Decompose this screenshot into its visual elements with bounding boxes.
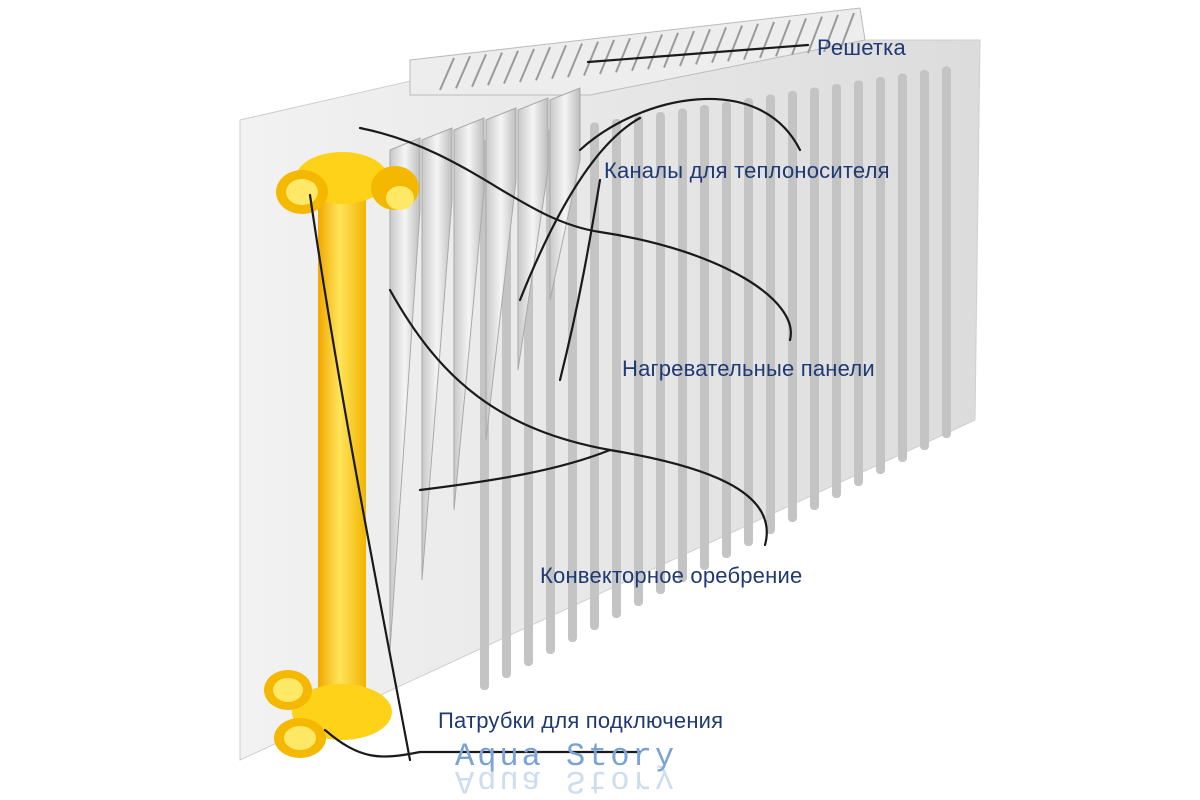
coolant-channels-label: Каналы для теплоносителя [604,158,890,183]
heating-panels-label: Нагревательные панели [622,356,875,381]
leader-line-channels-2 [578,97,802,152]
grille-slat [519,48,535,83]
panel-groove [766,94,775,534]
convector-fin [421,127,453,581]
grille-slat [823,14,839,52]
panel-groove [854,80,863,486]
grille-slat [743,23,759,60]
panel-groove [590,122,599,630]
leader-line-pipes [308,193,412,762]
panel-groove [942,66,951,438]
grille-slat [455,55,471,89]
watermark: Aqua Story [455,738,678,775]
leader-line-channels-3 [518,116,642,302]
grille-slat [727,25,743,62]
connection-pipes-label: Патрубки для подключения [438,708,724,733]
grille-label: Решетка [817,35,906,60]
convector-fin [453,117,485,511]
convector-fin [485,107,517,441]
grille-slat [663,32,679,68]
panel-groove [612,119,621,618]
grille-slat [567,43,583,78]
grille-slat [807,16,823,54]
grille-slat [583,41,599,76]
leader-line-panels [558,178,602,382]
grille-slat [711,27,727,64]
panel-groove [744,98,753,546]
panel-groove [876,77,885,474]
leader-line-channels [358,126,792,342]
convector-fins-label: Конвекторное оребрение [540,563,803,588]
grille-slat [471,54,487,88]
grille-slat [759,21,775,59]
leader-line-pipes-2 [323,728,642,758]
grille-slat [839,12,855,51]
panel-groove [810,87,819,510]
grille-slat [535,46,551,81]
grille-slat [487,52,503,86]
panel-groove [788,91,797,522]
watermark-reflection: Aqua Story [455,762,678,799]
leader-lines [308,43,810,762]
leader-line-grille [586,43,810,64]
grille-slat [503,50,519,84]
grille-slat [551,45,567,80]
panel-groove [700,105,709,570]
panel-groove [656,112,665,594]
leader-line-fins [418,448,612,492]
grille-slat [615,37,631,73]
panel-groove [898,73,907,462]
grille-slat [791,18,807,56]
panel-groove [568,126,577,642]
grille-slat [775,19,791,57]
grille-slat [647,34,663,70]
panel-groove [678,108,687,582]
panel-groove [722,101,731,558]
grille-slat [439,57,455,91]
connection-pipes [264,152,419,758]
heating-panel-grooves [480,66,951,690]
convector-fins [389,87,581,651]
convector-fin [517,97,549,371]
grille-slats [439,12,855,91]
panel-groove [832,84,841,498]
grille-slat [631,36,647,72]
grille-slat [695,28,711,65]
grille-slat [679,30,695,67]
grille-slat [599,39,615,75]
panel-groove [920,70,929,450]
